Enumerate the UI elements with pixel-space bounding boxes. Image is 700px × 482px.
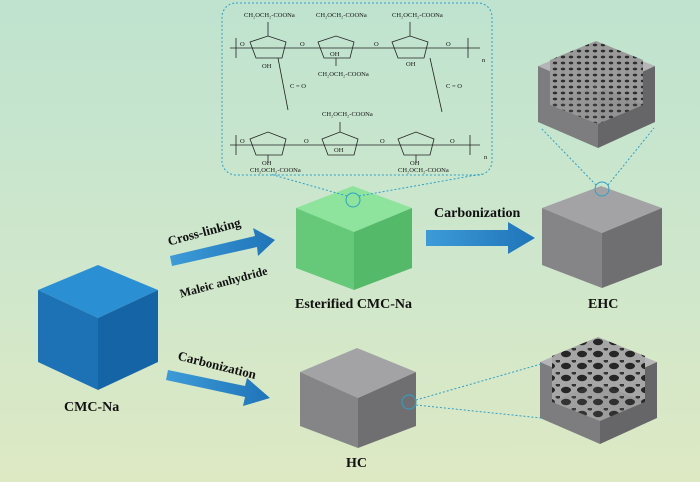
cross-linking-arrow xyxy=(170,228,275,266)
ehc-callout-circle xyxy=(594,181,610,197)
callout-line xyxy=(540,127,597,186)
callout-line xyxy=(358,173,483,197)
oxygen-label: O xyxy=(240,138,245,145)
oxygen-label: O xyxy=(446,41,451,48)
esterified-label: Esterified CMC-Na xyxy=(295,297,413,312)
carbonization-top-arrow xyxy=(426,222,535,254)
carbonization-top-label: Carbonization xyxy=(434,206,521,221)
hc-pore-inset xyxy=(540,337,657,444)
substituent-label: CH₂OCH₂-COONa xyxy=(316,12,367,19)
substituent-label: CH₂OCH₂-COONa xyxy=(244,12,295,19)
oxygen-label: O xyxy=(240,41,245,48)
repeat-n-label: n xyxy=(484,154,488,161)
hydroxyl-label: OH xyxy=(406,61,416,68)
oxygen-label: O xyxy=(300,41,305,48)
ehc-pore-inset xyxy=(538,41,655,148)
cmc-na-label: CMC-Na xyxy=(64,400,120,415)
hc-label: HC xyxy=(346,456,367,471)
cmc-na-cube xyxy=(38,265,158,390)
carbonyl-label: C = O xyxy=(290,83,306,90)
oxygen-label: O xyxy=(374,41,379,48)
hc-callout-circle xyxy=(401,394,417,410)
substituent-label: CH₂OCH₂-COONa xyxy=(398,167,449,174)
hydroxyl-label: OH xyxy=(410,160,420,167)
substituent-label: CH₂OCH₂-COONa xyxy=(250,167,301,174)
ehc-cube xyxy=(542,186,662,288)
substituent-label: CH₂OCH₂-COONa xyxy=(322,111,373,118)
hc-cube xyxy=(300,348,416,448)
molecular-structure-box: CH₂OCH₂-COONa CH₂OCH₂-COONa CH₂OCH₂-COON… xyxy=(221,2,493,176)
carbonyl-label: C = O xyxy=(446,83,462,90)
hydroxyl-label: OH xyxy=(330,51,340,58)
ehc-label: EHC xyxy=(588,297,619,312)
esterified-cube xyxy=(296,186,412,290)
oxygen-label: O xyxy=(380,138,385,145)
callout-line xyxy=(415,363,542,401)
hydroxyl-label: OH xyxy=(334,147,344,154)
oxygen-label: O xyxy=(304,138,309,145)
hydroxyl-label: OH xyxy=(262,63,272,70)
callout-line xyxy=(415,404,542,419)
repeat-n-label: n xyxy=(482,57,486,64)
esterified-callout-circle xyxy=(345,192,361,208)
oxygen-label: O xyxy=(450,138,455,145)
callout-line xyxy=(269,173,348,197)
substituent-label: CH₂OCH₂-COONa xyxy=(318,71,369,78)
substituent-label: CH₂OCH₂-COONa xyxy=(392,12,443,19)
callout-line xyxy=(607,127,655,186)
carbonization-bottom-arrow xyxy=(166,370,270,406)
hydroxyl-label: OH xyxy=(262,160,272,167)
